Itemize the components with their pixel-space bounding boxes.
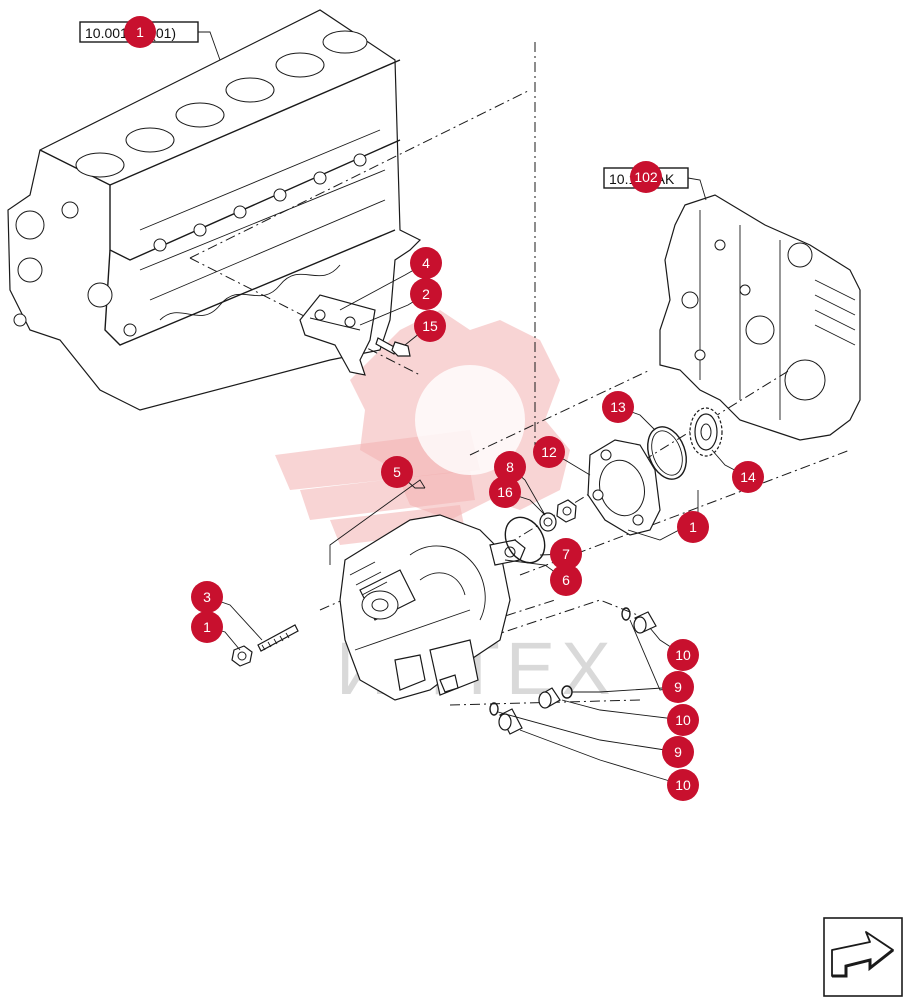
callout-10-c[interactable]: 10 (667, 769, 699, 801)
nut-8 (556, 499, 577, 523)
callout-14[interactable]: 14 (732, 461, 764, 493)
injection-pump (339, 514, 526, 701)
seal-ring-7 (504, 516, 546, 564)
callout-9-b[interactable]: 9 (662, 736, 694, 768)
callout-15[interactable]: 15 (414, 310, 446, 342)
callout-1-flange[interactable]: 1 (677, 511, 709, 543)
callout-13-label: 13 (610, 399, 626, 415)
callout-8[interactable]: 8 (494, 451, 526, 483)
callout-6-label: 6 (562, 572, 570, 588)
callout-10-b[interactable]: 10 (667, 704, 699, 736)
ring-9-c (489, 702, 499, 716)
callout-ref-102-label: 102 (634, 169, 658, 185)
callout-13[interactable]: 13 (602, 391, 634, 423)
callout-12-label: 12 (541, 444, 557, 460)
callout-10-b-label: 10 (675, 712, 691, 728)
callout-16-label: 16 (497, 484, 513, 500)
washer-16 (539, 512, 557, 532)
callout-9-a[interactable]: 9 (662, 671, 694, 703)
plug-10-b (538, 687, 561, 709)
bolt-15 (375, 337, 411, 357)
callout-3[interactable]: 3 (191, 581, 223, 613)
callout-ref-102[interactable]: 102 (630, 161, 662, 193)
callout-1-nut[interactable]: 1 (191, 611, 223, 643)
callout-1-nut-label: 1 (203, 619, 211, 635)
callout-10-c-label: 10 (675, 777, 691, 793)
plug-10-a (633, 611, 657, 634)
o-ring-13 (647, 426, 687, 480)
callout-9-b-label: 9 (674, 744, 682, 760)
callout-7-label: 7 (562, 546, 570, 562)
flange-12 (587, 439, 661, 536)
bracket-part (299, 294, 376, 376)
callout-16[interactable]: 16 (489, 476, 521, 508)
callout-ref-1-label: 1 (136, 24, 144, 40)
callout-badges: 4 2 15 5 12 13 14 8 (124, 16, 764, 801)
drive-gear-14 (689, 407, 723, 457)
callout-4-label: 4 (422, 255, 430, 271)
plug-10-c (498, 708, 523, 735)
callout-5[interactable]: 5 (381, 456, 413, 488)
callout-7[interactable]: 7 (550, 538, 582, 570)
callout-4[interactable]: 4 (410, 247, 442, 279)
callout-14-label: 14 (740, 469, 756, 485)
ring-9-a (621, 607, 631, 621)
callout-9-a-label: 9 (674, 679, 682, 695)
nut-1 (231, 645, 253, 667)
callout-8-label: 8 (506, 459, 514, 475)
gear-housing-drawing (659, 194, 861, 441)
callout-2[interactable]: 2 (410, 278, 442, 310)
pump-bracket-line (329, 479, 426, 565)
callout-2-label: 2 (422, 286, 430, 302)
callout-10-a[interactable]: 10 (667, 639, 699, 671)
callout-12[interactable]: 12 (533, 436, 565, 468)
next-page-arrow-icon[interactable] (823, 917, 903, 997)
callout-3-label: 3 (203, 589, 211, 605)
callout-ref-1[interactable]: 1 (124, 16, 156, 48)
callout-5-label: 5 (393, 464, 401, 480)
stud-3 (257, 624, 299, 652)
callout-1-flange-label: 1 (689, 519, 697, 535)
callout-6[interactable]: 6 (550, 564, 582, 596)
callout-15-label: 15 (422, 318, 438, 334)
callout-10-a-label: 10 (675, 647, 691, 663)
